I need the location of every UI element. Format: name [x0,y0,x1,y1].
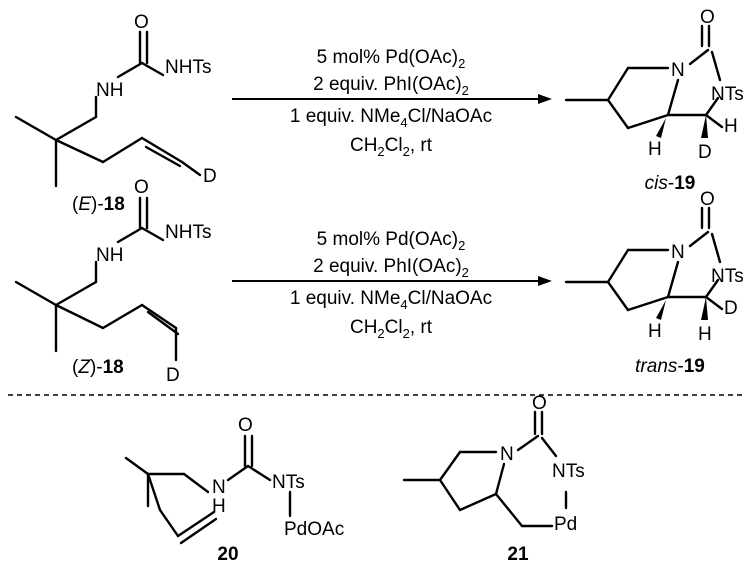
conditions-top: 5 mol% Pd(OAc)2 2 equiv. PhI(OAc)2 1 equ… [232,47,552,159]
compound-label-e18: (E)-18 [72,194,125,215]
nhts-label: NHTs [165,222,211,243]
compound-cis19: N O NTs H H D cis-19 [564,7,744,194]
hydrogen-label: H [698,324,712,345]
arrow-head-bottom [538,276,552,286]
oxidant-line: 2 equiv. PhI(OAc)2 [313,256,469,280]
deuterium-label: D [203,166,217,187]
hydrogen-label: H [648,321,662,342]
compound-label-trans19: trans-19 [635,356,705,377]
conditions-bottom: 5 mol% Pd(OAc)2 2 equiv. PhI(OAc)2 1 equ… [232,229,552,341]
arrow-head-top [538,94,552,104]
hydrogen-label: H [724,116,738,137]
nitrogen-label: N [671,242,685,263]
nh-label: NH [96,80,123,101]
nitrogen-label: N [500,444,514,465]
oxygen-label: O [238,415,253,436]
compound-trans19: N O NTs H D H trans-19 [564,189,744,377]
nts-label: NTs [711,266,744,287]
oxygen-label: O [700,189,715,210]
compound-z18: O NHTs NH D (Z)-18 [14,177,211,386]
nts-label: NTs [552,461,585,482]
deuterium-label: D [724,298,738,319]
oxygen-label: O [700,7,715,28]
compound-label-cis19: cis-19 [645,173,696,194]
oxidant-line: 2 equiv. PhI(OAc)2 [313,74,469,98]
compound-20: O N H NTs PdOAc 20 [124,415,344,564]
solvent-line: CH2Cl2, rt [350,135,433,159]
deuterium-label: D [698,142,712,163]
nh-label: NH [96,245,123,266]
nhts-label: NHTs [165,57,211,78]
pdoac-label: PdOAc [284,519,344,540]
compound-label-20: 20 [217,544,238,564]
compound-label-21: 21 [507,544,529,564]
compound-label-z18: (Z)-18 [72,357,124,378]
palladium-label: Pd [554,514,577,535]
additive-line: 1 equiv. NMe4Cl/NaOAc [290,106,492,130]
oxygen-label: O [134,12,149,33]
nitrogen-label: N [671,60,685,81]
compound-21: N O NTs Pd 21 [402,393,585,564]
hydrogen-label: H [212,496,226,517]
nitrogen-label: N [212,477,226,498]
additive-line: 1 equiv. NMe4Cl/NaOAc [290,288,492,312]
nts-label: NTs [272,472,305,493]
hydrogen-label: H [648,139,662,160]
catalyst-line: 5 mol% Pd(OAc)2 [317,229,466,253]
oxygen-label: O [134,177,149,198]
nts-label: NTs [711,84,744,105]
oxygen-label: O [532,393,547,414]
solvent-line: CH2Cl2, rt [350,317,433,341]
catalyst-line: 5 mol% Pd(OAc)2 [317,47,466,71]
deuterium-label: D [166,365,180,386]
compound-e18: O NHTs NH D (E)-18 [14,12,217,215]
